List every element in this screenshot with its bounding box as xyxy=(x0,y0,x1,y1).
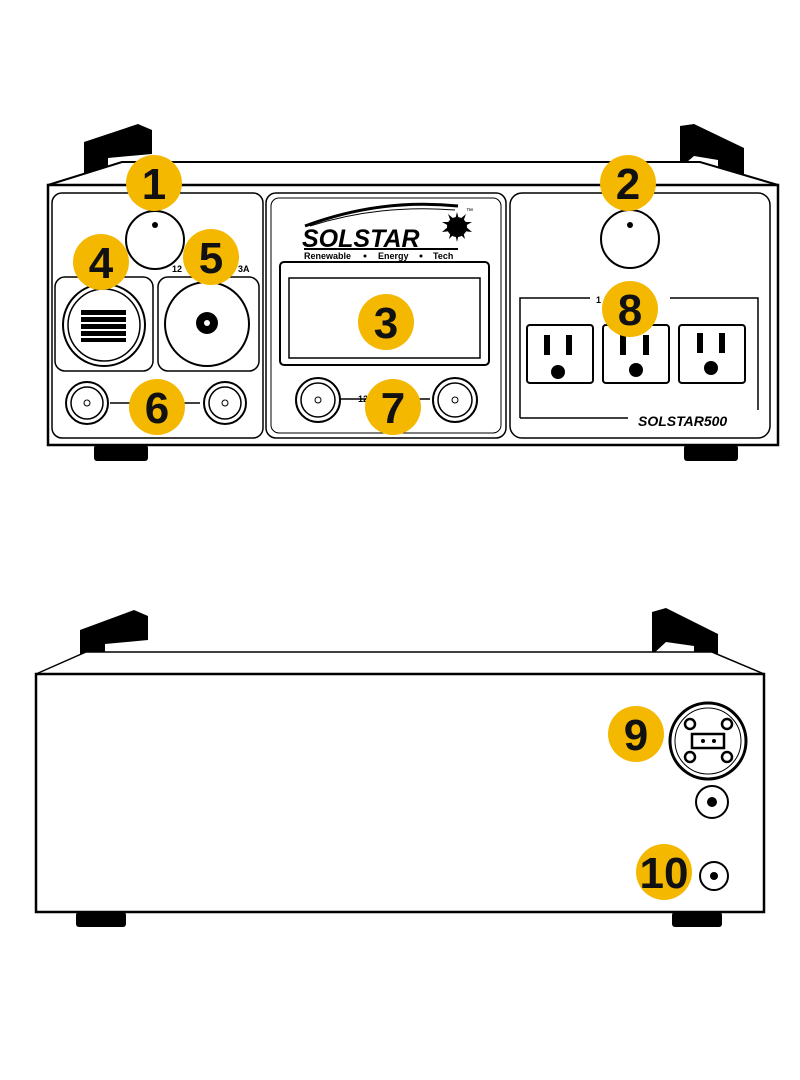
callout-8-label: 8 xyxy=(618,286,642,335)
back-foot-left xyxy=(76,912,126,927)
logo-tagline-3: Tech xyxy=(433,251,453,261)
callout-6: 6 xyxy=(129,379,185,435)
callout-3-label: 3 xyxy=(374,299,398,348)
callout-6-label: 6 xyxy=(145,384,169,433)
right-knob xyxy=(600,209,660,269)
callout-4: 4 xyxy=(73,234,129,290)
left-module-label-left: 12 xyxy=(172,264,182,274)
callout-5-label: 5 xyxy=(199,234,223,283)
left-module-label-right: 3A xyxy=(238,264,250,274)
callout-3: 3 xyxy=(358,294,414,350)
callout-8: 8 xyxy=(602,281,658,337)
front-foot-left xyxy=(94,445,148,461)
back-foot-right xyxy=(672,912,722,927)
logo-tagline-1: Renewable xyxy=(304,251,351,261)
model-name: SOLSTAR500 xyxy=(638,413,727,429)
logo-tm: ™ xyxy=(466,208,473,215)
callout-10-label: 10 xyxy=(640,849,689,898)
ac-outlet-3 xyxy=(678,324,746,384)
callout-9: 9 xyxy=(608,706,664,762)
callout-9-label: 9 xyxy=(624,711,648,760)
logo-star-icon xyxy=(442,212,472,242)
callout-10: 10 xyxy=(636,844,692,900)
callout-4-label: 4 xyxy=(89,239,114,288)
logo-tagline-2: Energy xyxy=(378,251,409,261)
callout-7: 7 xyxy=(365,379,421,435)
left-post-1 xyxy=(65,381,109,425)
ac-outlet-1 xyxy=(526,324,594,384)
back-port-lower xyxy=(699,861,729,891)
left-post-2 xyxy=(203,381,247,425)
ac-outlet-2 xyxy=(602,324,670,384)
center-module-label: 12 xyxy=(358,394,368,404)
back-port-upper xyxy=(695,785,729,819)
outlet-label: 1 xyxy=(596,295,601,305)
center-post-2 xyxy=(432,377,478,423)
callout-7-label: 7 xyxy=(381,384,405,433)
callout-1-label: 1 xyxy=(142,160,166,209)
callout-5: 5 xyxy=(183,229,239,285)
callout-2: 2 xyxy=(600,155,656,211)
front-foot-right xyxy=(684,445,738,461)
left-knob xyxy=(125,210,185,270)
callout-2-label: 2 xyxy=(616,160,640,209)
callout-1: 1 xyxy=(126,155,182,211)
charge-inlet xyxy=(668,701,748,781)
center-post-1 xyxy=(295,377,341,423)
